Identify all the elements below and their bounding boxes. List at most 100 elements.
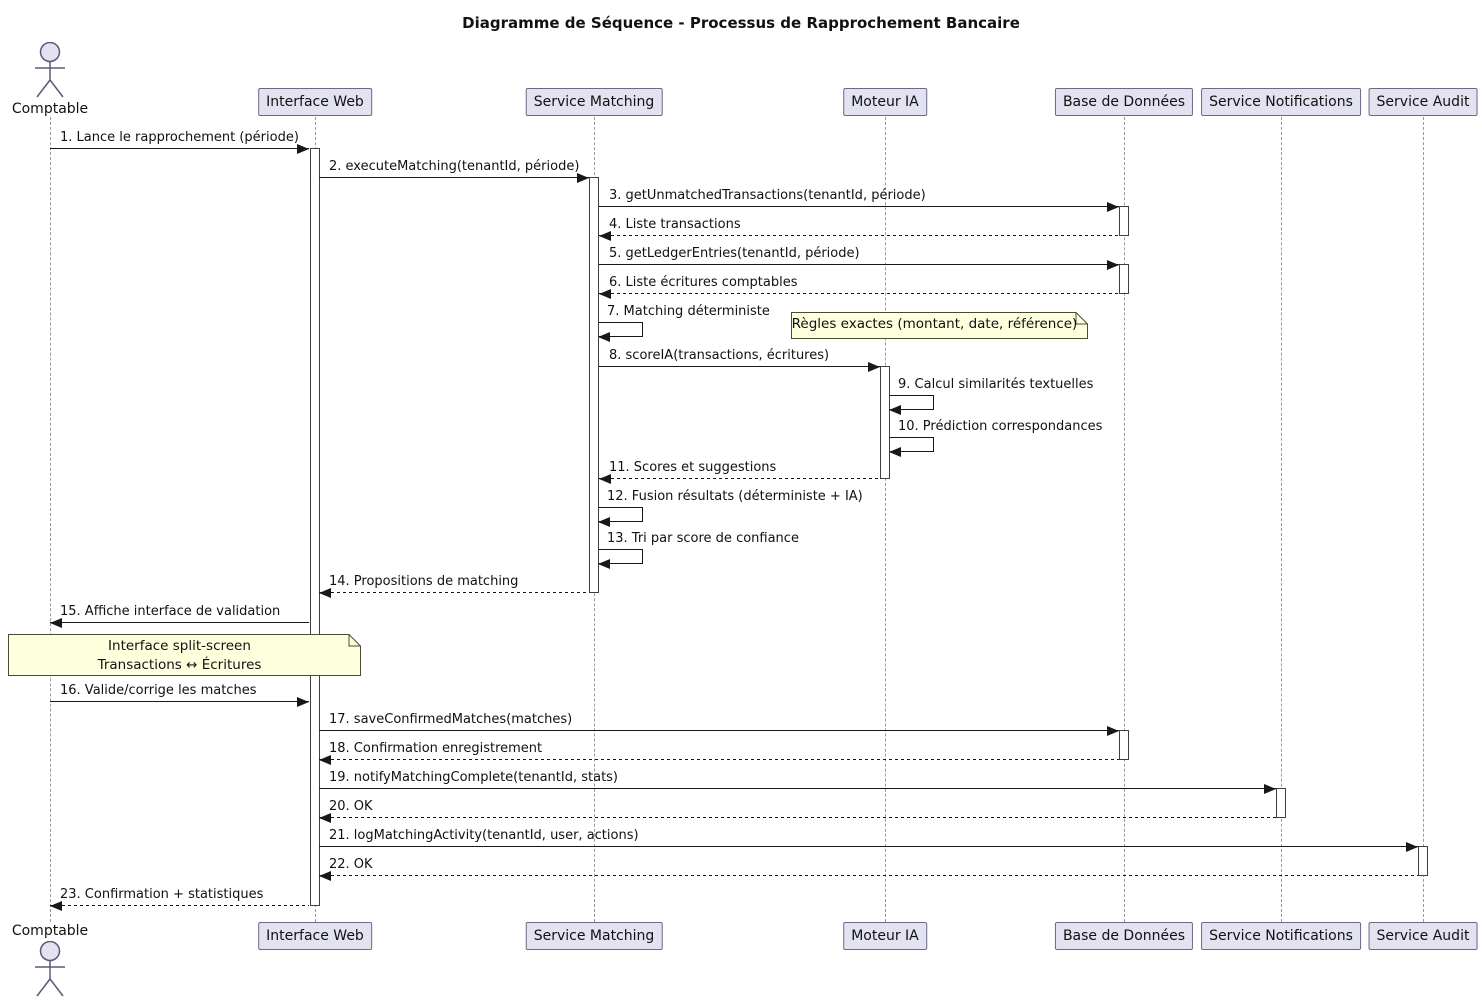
message-16-line (50, 701, 309, 702)
message-20-arrowhead (319, 813, 331, 823)
message-16-arrowhead (297, 697, 309, 707)
activation-bar-service-notifications (1276, 788, 1286, 818)
message-8-arrowhead (868, 362, 880, 372)
message-19-arrowhead (1264, 784, 1276, 794)
activation-bar-base-de-donnees (1119, 206, 1129, 236)
message-5-line (599, 264, 1119, 265)
message-13-label: 13. Tri par score de confiance (607, 531, 799, 546)
message-22-line (319, 875, 1418, 876)
message-18-line (319, 759, 1119, 760)
message-22-label: 22. OK (329, 857, 373, 872)
actor-label-top-comptable: Comptable (11, 101, 89, 117)
message-2-label: 2. executeMatching(tenantId, période) (329, 159, 580, 174)
message-14-label: 14. Propositions de matching (329, 574, 519, 589)
note-line: Transactions ↔ Écritures (97, 657, 262, 673)
message-7-arrowhead (598, 332, 610, 342)
participant-box-bottom-moteur-ia: Moteur IA (843, 922, 927, 950)
note-text: Règles exactes (montant, date, référence… (791, 312, 1088, 334)
activation-bar-base-de-donnees (1119, 730, 1129, 760)
message-20-label: 20. OK (329, 799, 373, 814)
message-21-line (319, 846, 1418, 847)
note-line: Règles exactes (montant, date, référence… (791, 316, 1078, 332)
message-3-label: 3. getUnmatchedTransactions(tenantId, pé… (609, 188, 926, 203)
message-19-line (319, 788, 1276, 789)
lifeline-comptable (50, 117, 51, 922)
message-4-line (599, 235, 1119, 236)
message-22-arrowhead (319, 871, 331, 881)
message-14-arrowhead (319, 588, 331, 598)
message-13-arrowhead (598, 559, 610, 569)
participant-box-top-base-de-donnees: Base de Données (1054, 88, 1194, 116)
message-11-label: 11. Scores et suggestions (609, 460, 777, 475)
message-12-arrowhead (598, 517, 610, 527)
message-3-arrowhead (1107, 202, 1119, 212)
participant-box-top-service-matching: Service Matching (525, 88, 663, 116)
message-19-label: 19. notifyMatchingComplete(tenantId, sta… (329, 770, 619, 785)
message-2-line (319, 177, 589, 178)
message-21-label: 21. logMatchingActivity(tenantId, user, … (329, 828, 639, 843)
message-21-arrowhead (1406, 842, 1418, 852)
participant-box-bottom-service-audit: Service Audit (1368, 922, 1478, 950)
participant-box-top-service-notifications: Service Notifications (1201, 88, 1361, 116)
message-5-arrowhead (1107, 260, 1119, 270)
self-message-13-loop (598, 549, 643, 569)
message-9-arrowhead (889, 405, 901, 415)
message-17-line (319, 730, 1119, 731)
message-5-label: 5. getLedgerEntries(tenantId, période) (609, 246, 860, 261)
note-regles-exactes: Règles exactes (montant, date, référence… (791, 312, 1088, 339)
self-message-12-loop (598, 507, 643, 527)
actor-icon-top (28, 41, 72, 98)
message-2-arrowhead (577, 173, 589, 183)
message-23-arrowhead (50, 901, 62, 911)
actor-icon-bottom (28, 940, 72, 997)
activation-bar-moteur-ia (880, 366, 890, 479)
message-23-line (50, 905, 309, 906)
message-17-arrowhead (1107, 726, 1119, 736)
lifeline-base-de-donnees (1124, 117, 1125, 922)
participant-box-bottom-base-de-donnees: Base de Données (1054, 922, 1194, 950)
diagram-title: Diagramme de Séquence - Processus de Rap… (462, 14, 1020, 32)
message-9-label: 9. Calcul similarités textuelles (898, 377, 1094, 392)
participant-box-bottom-service-matching: Service Matching (525, 922, 663, 950)
self-message-9-loop (889, 395, 934, 415)
lifeline-service-notifications (1281, 117, 1282, 922)
actor-label-bottom-comptable: Comptable (11, 923, 89, 939)
message-10-label: 10. Prédiction correspondances (898, 419, 1103, 434)
message-11-arrowhead (599, 474, 611, 484)
message-20-line (319, 817, 1276, 818)
message-11-line (599, 478, 880, 479)
message-4-label: 4. Liste transactions (609, 217, 741, 232)
participant-box-top-interface-web: Interface Web (258, 88, 372, 116)
message-14-line (319, 592, 589, 593)
message-15-label: 15. Affiche interface de validation (60, 604, 281, 619)
lifeline-service-audit (1423, 117, 1424, 922)
message-1-arrowhead (297, 144, 309, 154)
message-3-line (599, 206, 1119, 207)
message-23-label: 23. Confirmation + statistiques (60, 887, 264, 902)
lifeline-moteur-ia (885, 117, 886, 922)
message-15-line (50, 622, 309, 623)
participant-box-top-service-audit: Service Audit (1368, 88, 1478, 116)
message-10-arrowhead (889, 447, 901, 457)
activation-bar-base-de-donnees (1119, 264, 1129, 294)
activation-bar-service-audit (1418, 846, 1428, 876)
message-6-label: 6. Liste écritures comptables (609, 275, 798, 290)
message-18-label: 18. Confirmation enregistrement (329, 741, 543, 756)
self-message-7-loop (598, 322, 643, 342)
activation-bar-interface-web (310, 148, 320, 906)
message-6-arrowhead (599, 289, 611, 299)
message-7-label: 7. Matching déterministe (607, 304, 770, 319)
participant-box-bottom-service-notifications: Service Notifications (1201, 922, 1361, 950)
message-15-arrowhead (50, 618, 62, 628)
self-message-10-loop (889, 437, 934, 457)
activation-bar-service-matching (589, 177, 599, 593)
message-8-line (599, 366, 880, 367)
message-18-arrowhead (319, 755, 331, 765)
participant-box-bottom-interface-web: Interface Web (258, 922, 372, 950)
message-17-label: 17. saveConfirmedMatches(matches) (329, 712, 573, 727)
message-1-line (50, 148, 309, 149)
participant-box-top-moteur-ia: Moteur IA (843, 88, 927, 116)
